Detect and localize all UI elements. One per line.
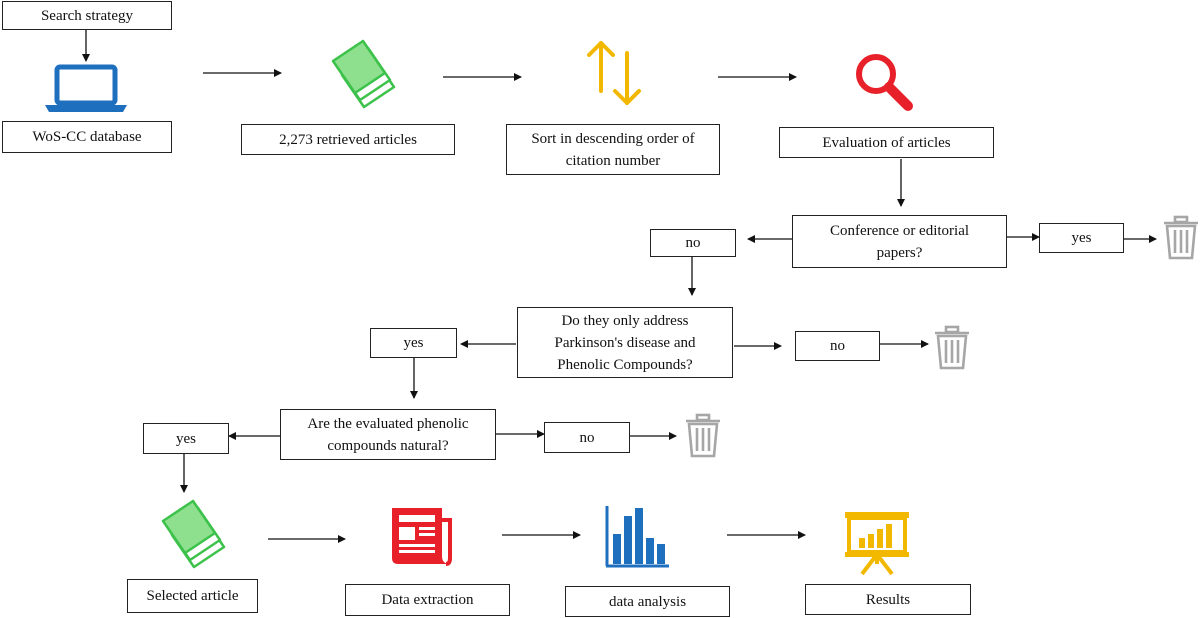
natural-question-box: Are the evaluated phenolic compounds nat… xyxy=(280,409,496,460)
trash-can-icon xyxy=(1164,215,1198,260)
data-extraction-box: Data extraction xyxy=(345,584,510,616)
evaluation-box: Evaluation of articles xyxy=(779,127,994,158)
newspaper-icon xyxy=(392,508,452,566)
natural-no-label: no xyxy=(579,429,595,446)
natural-yes-box: yes xyxy=(143,423,229,454)
natural-yes-label: yes xyxy=(176,430,196,447)
parkinson-yes-label: yes xyxy=(403,335,424,351)
trash-can-icon xyxy=(935,325,969,370)
sort-label: Sort in descending order of citation num… xyxy=(531,130,695,169)
laptop-icon xyxy=(45,64,127,112)
natural-question-label: Are the evaluated phenolic compounds nat… xyxy=(307,415,469,454)
results-box: Results xyxy=(805,584,971,615)
parkinson-no-label: no xyxy=(830,338,845,354)
retrieved-articles-label: 2,273 retrieved articles xyxy=(279,131,417,148)
trash-can-icon xyxy=(686,413,720,458)
search-strategy-box: Search strategy xyxy=(2,1,172,30)
sort-arrows-icon xyxy=(587,41,641,105)
parkinson-no-box: no xyxy=(795,331,880,361)
selected-article-label: Selected article xyxy=(146,588,239,604)
conference-no-label: no xyxy=(685,235,701,251)
sort-box: Sort in descending order of citation num… xyxy=(506,124,720,175)
data-analysis-label: data analysis xyxy=(608,593,687,610)
selected-article-box: Selected article xyxy=(127,579,258,613)
search-strategy-label: Search strategy xyxy=(40,7,134,24)
magnifier-icon xyxy=(856,54,913,111)
parkinson-yes-box: yes xyxy=(370,328,457,358)
paper-stack-icon xyxy=(331,39,396,109)
paper-stack-icon xyxy=(161,499,226,569)
conference-yes-box: yes xyxy=(1039,223,1124,253)
database-box: WoS-CC database xyxy=(2,121,172,153)
conference-yes-label: yes xyxy=(1071,230,1092,246)
results-label: Results xyxy=(865,591,911,608)
parkinson-question-label: Do they only address Parkinson's disease… xyxy=(554,312,696,373)
database-label: WoS-CC database xyxy=(32,129,142,145)
retrieved-articles-box: 2,273 retrieved articles xyxy=(241,124,455,155)
bar-chart-icon xyxy=(605,506,669,568)
natural-no-box: no xyxy=(544,422,630,453)
data-extraction-label: Data extraction xyxy=(381,592,474,608)
parkinson-question-box: Do they only address Parkinson's disease… xyxy=(517,307,733,378)
presentation-board-icon xyxy=(845,512,909,576)
conference-question-label: Conference or editorial papers? xyxy=(829,222,970,261)
conference-question-box: Conference or editorial papers? xyxy=(792,215,1007,268)
conference-no-box: no xyxy=(650,229,736,257)
data-analysis-box: data analysis xyxy=(565,586,730,617)
evaluation-label: Evaluation of articles xyxy=(822,134,951,151)
